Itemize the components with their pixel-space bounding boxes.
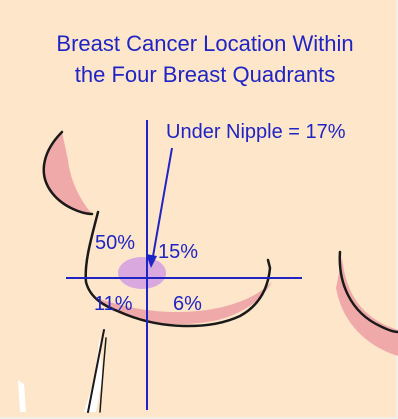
right-breast-shading	[336, 258, 398, 356]
quadrant-upper-outer-value: 50%	[95, 233, 135, 253]
callout-under-nipple: Under Nipple = 17%	[166, 122, 346, 142]
quadrant-lower-outer-value: 11%	[94, 294, 133, 314]
side-highlight	[18, 380, 26, 412]
cleavage-highlight	[84, 336, 102, 412]
quadrant-upper-inner-value: 15%	[158, 242, 198, 262]
quadrant-lower-inner-value: 6%	[173, 294, 202, 314]
